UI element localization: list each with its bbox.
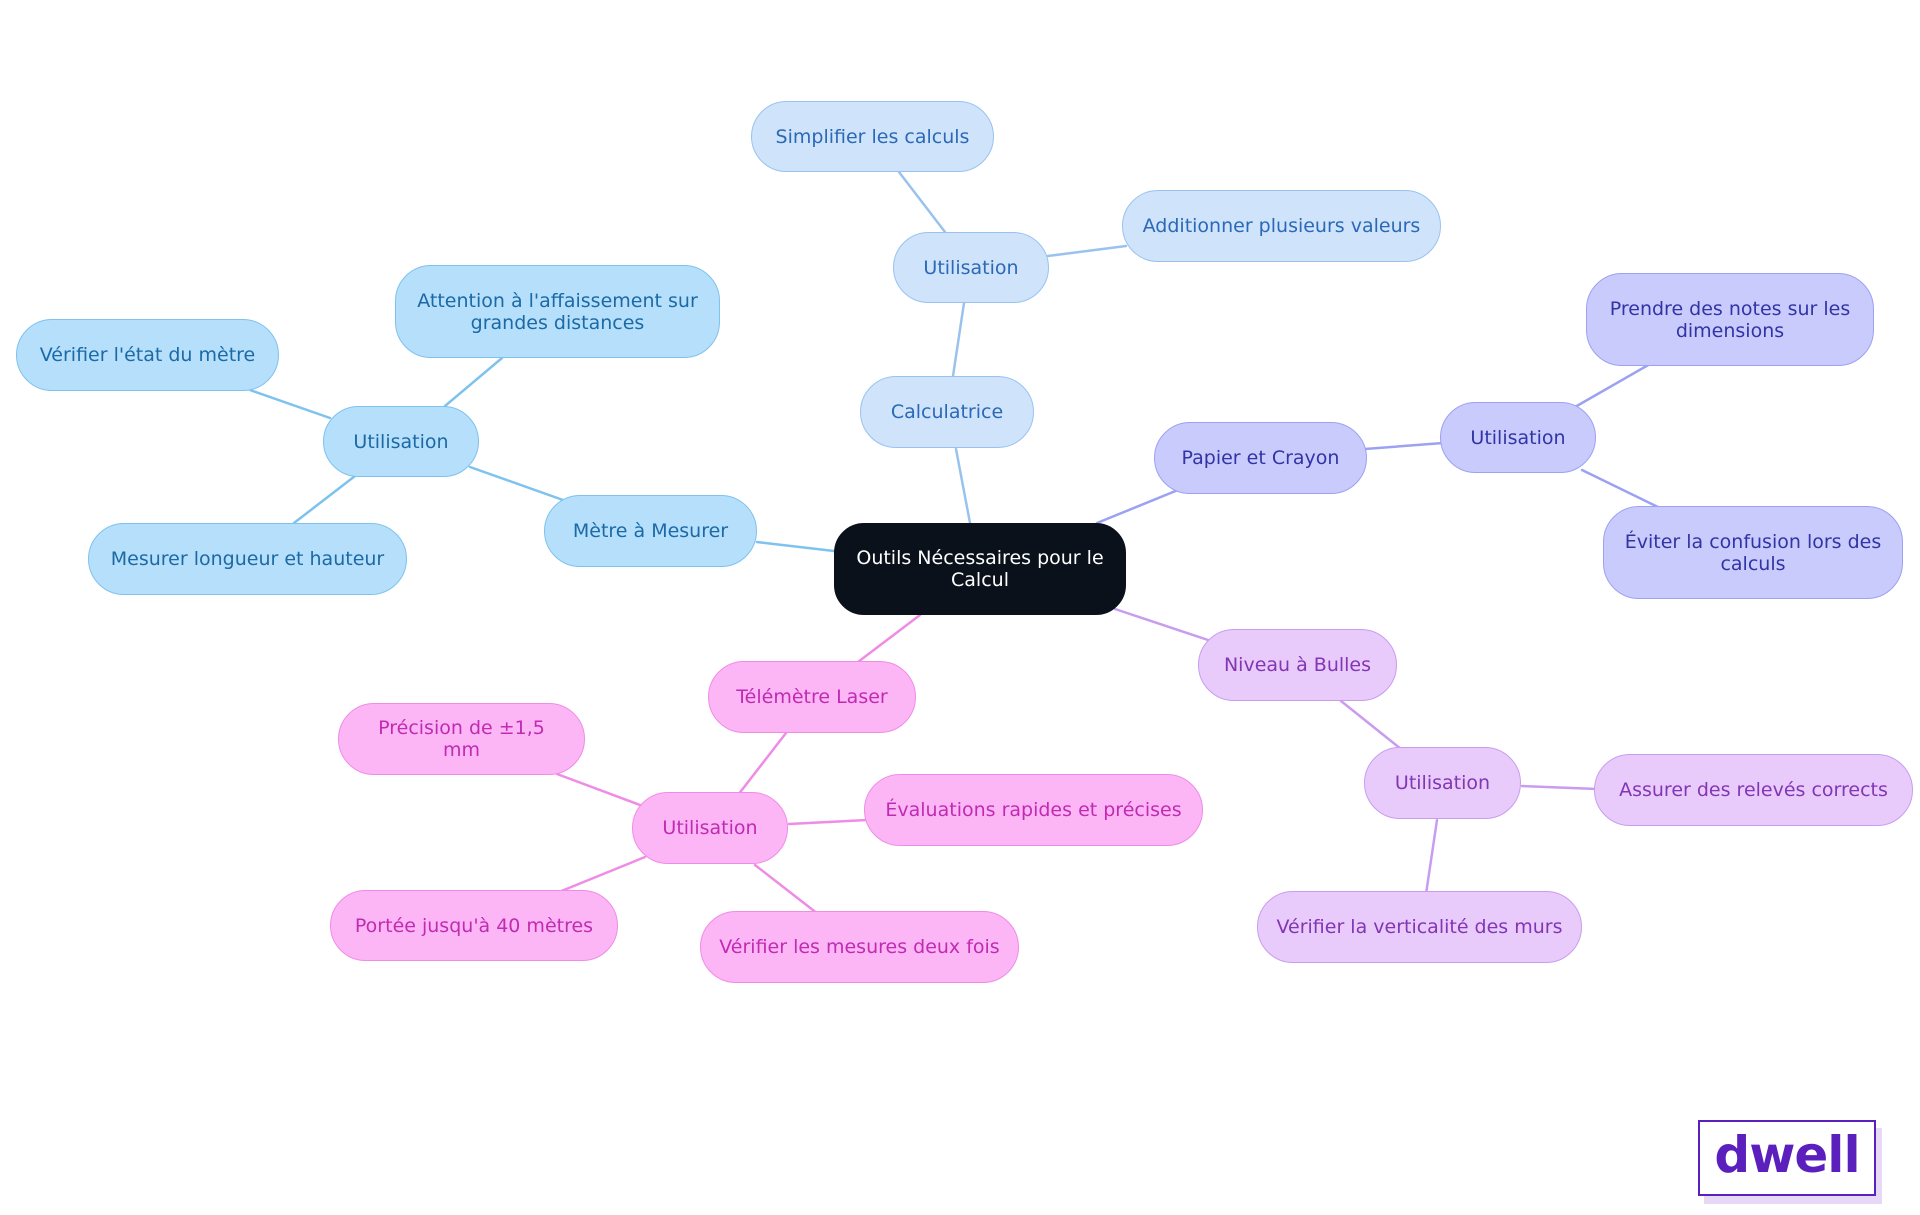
node-verifier-mesures[interactable]: Vérifier les mesures deux fois [700, 911, 1019, 983]
node-calculatrice-label: Calculatrice [890, 401, 1004, 423]
node-metre-usage-label: Utilisation [353, 430, 449, 453]
node-portee-label: Portée jusqu'à 40 mètres [354, 914, 594, 937]
node-niveau-usage-label: Utilisation [1394, 772, 1491, 794]
node-papier-crayon-label: Papier et Crayon [1181, 447, 1340, 469]
node-assurer-releves-label: Assurer des relevés corrects [1619, 779, 1888, 801]
edge-root-metre [755, 540, 836, 553]
node-attention-affaissement-label: Attention à l'affaissement sur grandes d… [417, 289, 698, 334]
edge-calc-usage-additionner [1046, 244, 1128, 258]
edge-metre-usage-verifier [248, 388, 332, 420]
node-calculatrice-usage-label: Utilisation [923, 256, 1019, 279]
edge-niveau-usage-verticalite [1424, 818, 1439, 896]
node-papier-usage[interactable]: Utilisation [1440, 402, 1596, 473]
node-verifier-verticalite[interactable]: Vérifier la verticalité des murs [1257, 891, 1582, 963]
node-verifier-verticalite-label: Vérifier la verticalité des murs [1276, 916, 1563, 938]
node-portee[interactable]: Portée jusqu'à 40 mètres [330, 890, 618, 961]
node-mesurer-longueur-hauteur[interactable]: Mesurer longueur et hauteur [88, 523, 407, 595]
node-prendre-notes-label: Prendre des notes sur les dimensions [1609, 297, 1851, 342]
node-verifier-etat-metre-label: Vérifier l'état du mètre [39, 344, 256, 366]
node-calculatrice[interactable]: Calculatrice [860, 376, 1034, 448]
node-calculatrice-usage[interactable]: Utilisation [893, 232, 1049, 303]
edge-metre-usage-mesurer [292, 474, 357, 525]
node-prendre-notes[interactable]: Prendre des notes sur les dimensions [1586, 273, 1874, 366]
node-additionner-valeurs[interactable]: Additionner plusieurs valeurs [1122, 190, 1441, 262]
node-precision[interactable]: Précision de ±1,5 mm [338, 703, 585, 775]
node-mesurer-longueur-hauteur-label: Mesurer longueur et hauteur [110, 548, 385, 570]
edge-root-niveau [1113, 607, 1213, 643]
node-eviter-confusion[interactable]: Éviter la confusion lors des calculs [1603, 506, 1903, 599]
node-attention-affaissement[interactable]: Attention à l'affaissement sur grandes d… [395, 265, 720, 358]
node-niveau-a-bulles[interactable]: Niveau à Bulles [1198, 629, 1397, 701]
node-verifier-etat-metre[interactable]: Vérifier l'état du mètre [16, 319, 279, 391]
edge-niveau-usage [1339, 699, 1403, 751]
node-simplifier-calculs[interactable]: Simplifier les calculs [751, 101, 994, 172]
edge-calc-usage-simplifier [897, 170, 947, 234]
node-evaluations-rapides[interactable]: Évaluations rapides et précises [864, 774, 1203, 846]
node-niveau-a-bulles-label: Niveau à Bulles [1223, 654, 1372, 676]
edge-root-telemetre [856, 613, 922, 664]
dwell-logo: dwell [1698, 1120, 1876, 1196]
edge-telemetre-usage [736, 731, 788, 797]
edge-metre-usage [468, 465, 565, 502]
node-telemetre-usage[interactable]: Utilisation [632, 792, 788, 864]
node-papier-crayon[interactable]: Papier et Crayon [1154, 422, 1367, 494]
node-eviter-confusion-label: Éviter la confusion lors des calculs [1624, 530, 1882, 575]
node-niveau-usage[interactable]: Utilisation [1364, 747, 1521, 819]
edge-calculatrice-usage [951, 301, 966, 378]
root-node-label: Outils Nécessaires pour le Calcul [856, 547, 1104, 591]
node-metre-a-mesurer[interactable]: Mètre à Mesurer [544, 495, 757, 567]
edge-metre-usage-attention [443, 356, 504, 408]
edge-papier-usage [1363, 441, 1445, 451]
edge-papier-usage-notes [1573, 362, 1652, 409]
node-assurer-releves[interactable]: Assurer des relevés corrects [1594, 754, 1913, 826]
edge-tele-usage-evaluations [787, 818, 869, 826]
edge-tele-usage-portee [557, 855, 647, 894]
edge-niveau-usage-assurer [1520, 784, 1599, 791]
node-telemetre-laser[interactable]: Télémètre Laser [708, 661, 916, 733]
node-metre-a-mesurer-label: Mètre à Mesurer [572, 520, 729, 542]
edge-tele-usage-verifier [753, 863, 820, 916]
node-simplifier-calculs-label: Simplifier les calculs [775, 125, 970, 148]
node-precision-label: Précision de ±1,5 mm [378, 717, 545, 761]
node-telemetre-laser-label: Télémètre Laser [736, 686, 888, 708]
node-additionner-valeurs-label: Additionner plusieurs valeurs [1142, 215, 1421, 237]
node-telemetre-usage-label: Utilisation [662, 817, 758, 839]
edge-root-papier [1095, 488, 1180, 525]
node-verifier-mesures-label: Vérifier les mesures deux fois [719, 936, 1000, 958]
edge-tele-usage-precision [555, 772, 642, 807]
edge-papier-usage-confusion [1580, 468, 1662, 510]
node-metre-usage[interactable]: Utilisation [323, 406, 479, 477]
root-node[interactable]: Outils Nécessaires pour le Calcul [834, 523, 1126, 615]
edge-root-calculatrice [954, 447, 972, 525]
dwell-logo-text: dwell [1714, 1126, 1860, 1184]
node-evaluations-rapides-label: Évaluations rapides et précises [885, 799, 1182, 821]
node-papier-usage-label: Utilisation [1470, 426, 1566, 449]
